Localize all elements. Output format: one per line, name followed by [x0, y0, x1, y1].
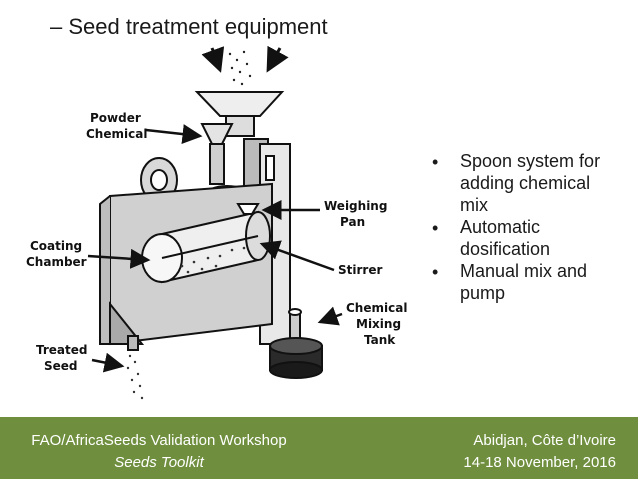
weighing-pan — [236, 203, 260, 215]
bullet-item: • Manual mix and pump — [432, 260, 632, 304]
footer-workshop-title: FAO/AfricaSeeds Validation Workshop — [31, 432, 287, 449]
seed-outlet — [127, 335, 139, 351]
label-chemical-mixing-tank: Chemical — [346, 301, 407, 315]
drum-seeds — [180, 246, 246, 274]
bullet-item: • Spoon system for adding chemical mix — [432, 150, 632, 216]
bullet-text: mix — [460, 195, 488, 215]
treated-seed-stream — [126, 354, 144, 400]
bullet-text: adding chemical — [460, 173, 591, 193]
footer-city: Abidjan, Côte d’Ivoire — [473, 432, 616, 449]
bullet-list: • Spoon system for adding chemical mix •… — [432, 150, 632, 304]
footer-location: Abidjan, Côte d’Ivoire 14-18 November, 2… — [463, 430, 616, 474]
label-powder-chemical: Chemical — [86, 127, 147, 141]
footer-workshop: FAO/AfricaSeeds Validation Workshop Seed… — [24, 430, 294, 474]
label-coating-chamber: Chamber — [26, 255, 87, 269]
label-coating-chamber: Coating — [30, 239, 82, 253]
label-stirrer: Stirrer — [338, 263, 382, 277]
bullet-dot: • — [432, 218, 439, 238]
chemical-mixing-tank — [269, 308, 323, 379]
seed-treatment-diagram: Powder Chemical Weighing Pan Coating Cha… — [26, 45, 407, 400]
label-treated-seed: Seed — [44, 359, 78, 373]
footer-dates: 14-18 November, 2016 — [463, 454, 616, 471]
bullet-item: • Automatic dosification — [432, 216, 632, 260]
coating-drum — [141, 210, 271, 284]
label-chemical-mixing-tank: Mixing — [356, 317, 401, 331]
label-weighing-pan: Weighing — [324, 199, 387, 213]
footer-toolkit: Seeds Toolkit — [114, 454, 204, 471]
label-weighing-pan: Pan — [340, 215, 365, 229]
slide-title: – Seed treatment equipment — [50, 14, 328, 39]
footer-bar: FAO/AfricaSeeds Validation Workshop Seed… — [0, 417, 638, 479]
seed-stream — [228, 50, 252, 86]
bullet-text: Manual mix and — [460, 261, 588, 281]
bullet-dot: • — [432, 262, 439, 282]
bullet-text: dosification — [460, 239, 551, 259]
bullet-text: Spoon system for — [460, 151, 601, 171]
label-powder-chemical: Powder — [90, 111, 141, 125]
label-chemical-mixing-tank: Tank — [364, 333, 396, 347]
bullet-text: pump — [460, 283, 506, 303]
bullet-text: Automatic — [460, 217, 541, 237]
label-treated-seed: Treated — [36, 343, 88, 357]
bullet-dot: • — [432, 152, 439, 172]
seed-hopper — [194, 91, 285, 137]
